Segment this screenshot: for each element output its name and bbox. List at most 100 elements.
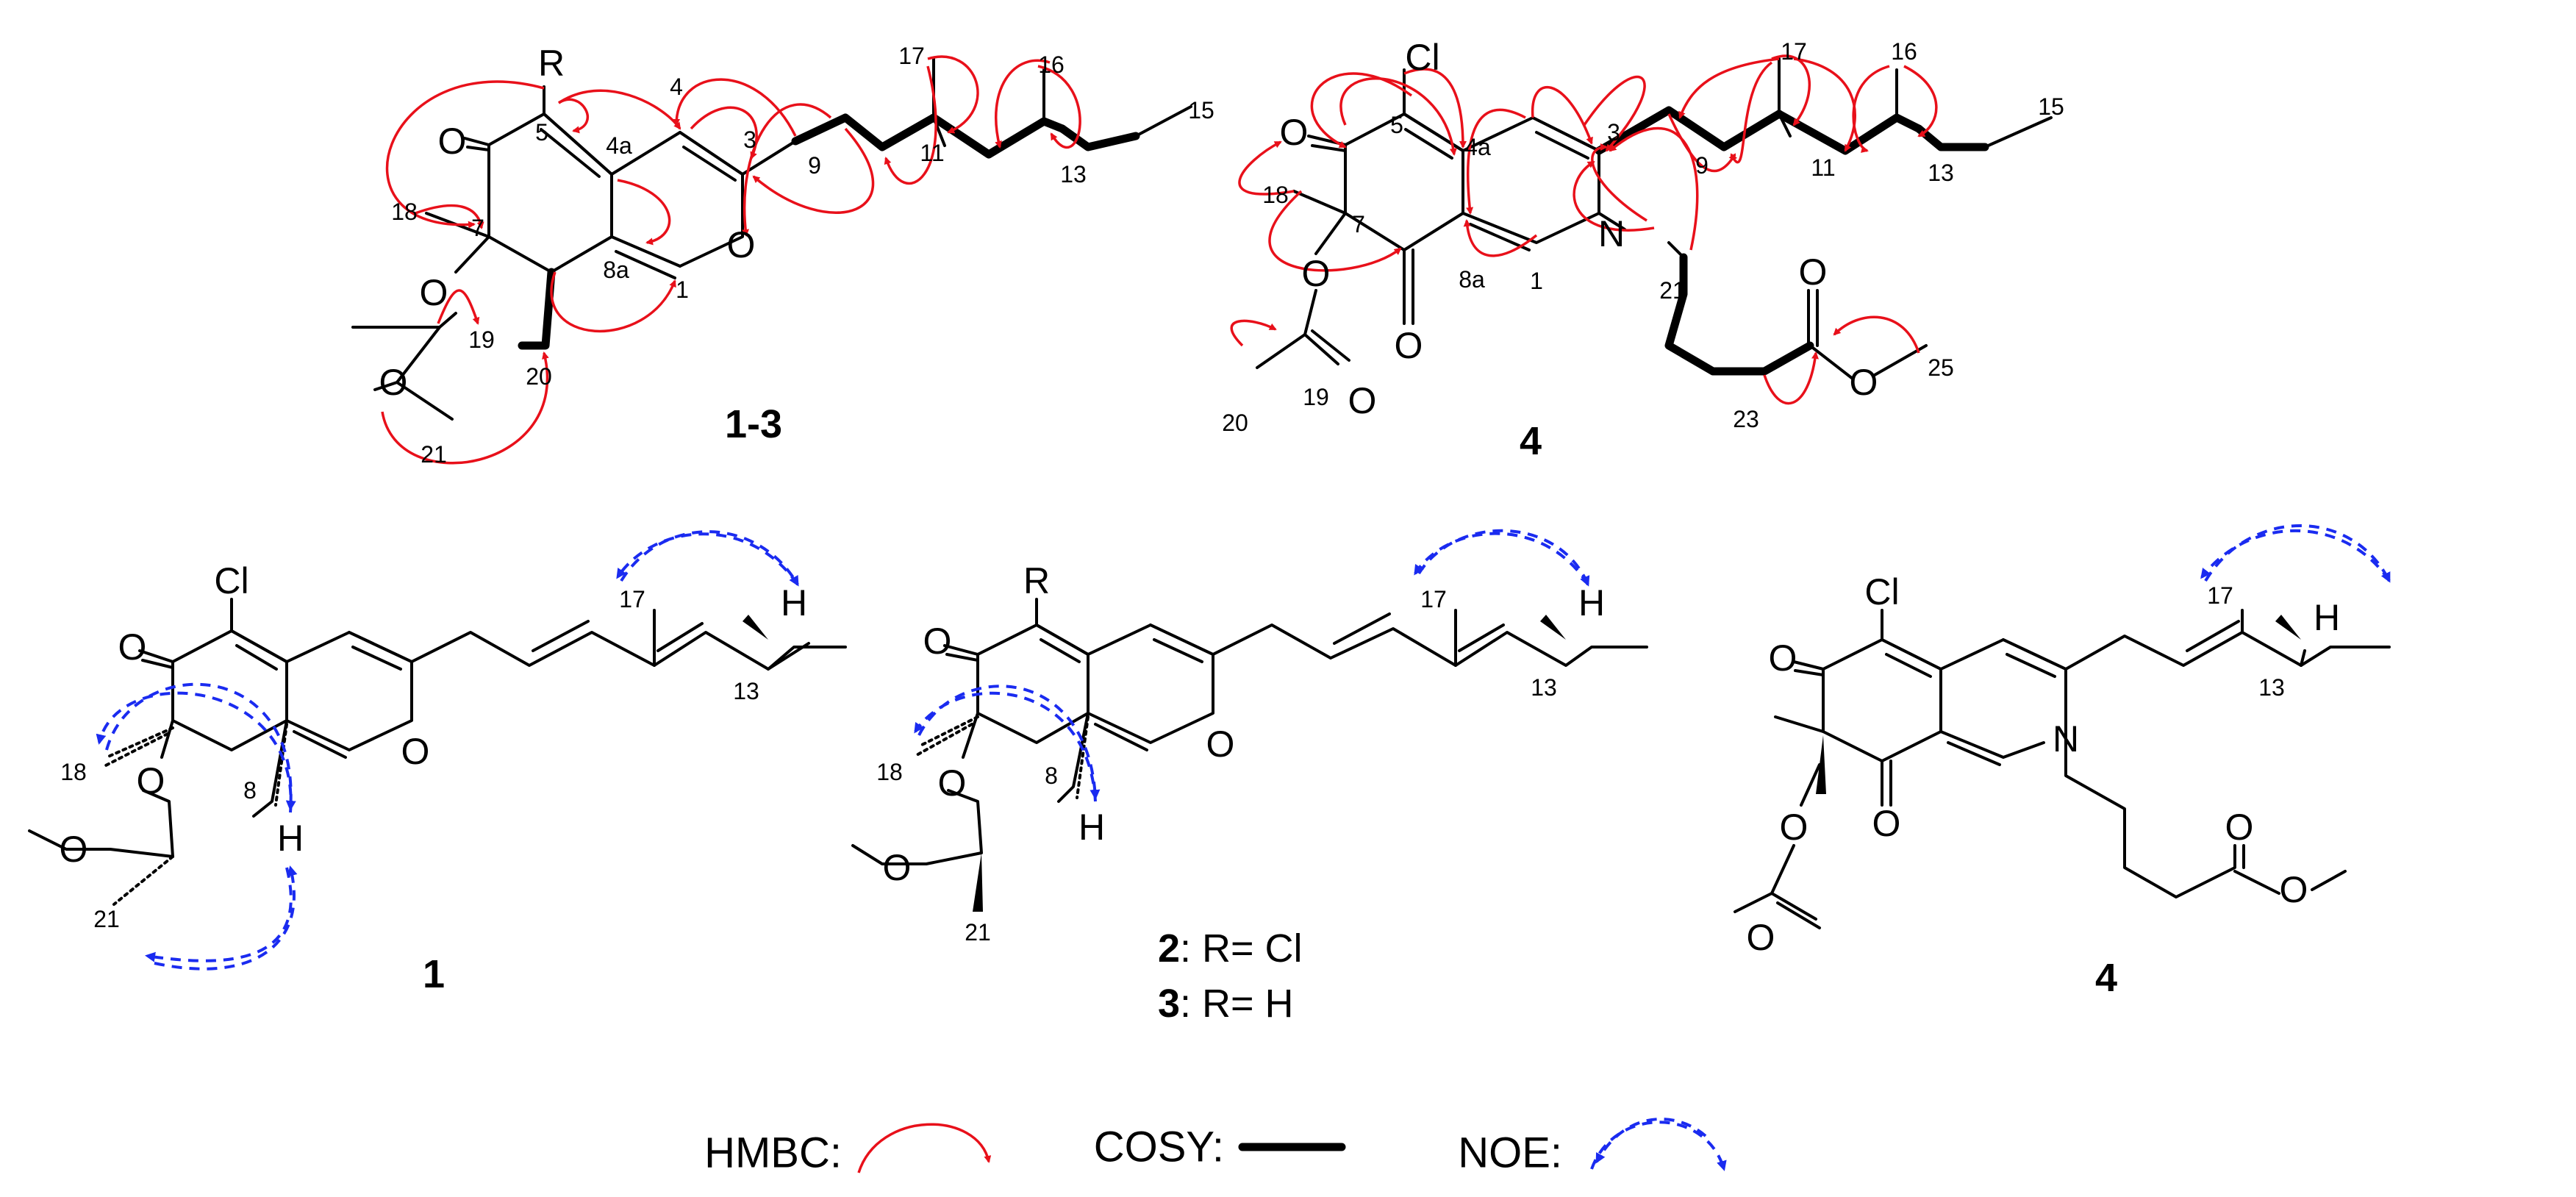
atom-numbers: 1 3 4 4a 5 7 8a 9 11 13 15 16 17 18 19 2…: [391, 43, 1214, 468]
atom-number-18: 18: [1262, 182, 1289, 208]
atom-number-4a: 4a: [1464, 134, 1491, 160]
hmbc-arrows: [381, 55, 1081, 465]
methoxy-oxygen: O: [883, 847, 912, 888]
atom-number-4: 4: [670, 74, 683, 100]
acetoxy-oxygen: O: [1780, 807, 1808, 848]
h-8: H: [277, 818, 304, 859]
carbonyl-oxygen-6: O: [1280, 112, 1309, 153]
atom-number-17: 17: [2207, 582, 2233, 609]
stereo-wedges: [101, 615, 768, 906]
atom-number-13: 13: [1531, 674, 1557, 701]
atom-number-20: 20: [1222, 410, 1248, 436]
stereo-wedges: [914, 615, 1566, 912]
acetyl-carbonyl-oxygen: O: [1348, 380, 1377, 421]
atom-number-7: 7: [471, 215, 484, 241]
ring-oxygen: O: [727, 224, 756, 265]
acetyl-carbonyl-oxygen: O: [1747, 917, 1775, 958]
atom-number-19: 19: [468, 326, 495, 353]
bonds: [1256, 68, 1928, 380]
legend-hmbc-label: HMBC:: [704, 1129, 842, 1177]
atom-number-16: 16: [1891, 38, 1917, 65]
legend: HMBC: COSY: NOE:: [704, 1118, 1727, 1177]
atom-number-21: 21: [93, 906, 120, 932]
methoxy-oxygen: O: [60, 829, 88, 870]
atom-number-17: 17: [1420, 586, 1447, 612]
atom-number-13: 13: [1060, 161, 1087, 187]
atom-labels: Cl O O O O H H: [60, 560, 808, 870]
bonds: [851, 598, 1648, 865]
cosy-bonds: [1595, 57, 2053, 376]
structure-compound-4-hmbc-cosy: Cl O O N O O O O 1 3 4a 5 7 8a 9 11 13 1…: [1222, 37, 2064, 463]
ring-nitrogen: N: [2053, 718, 2079, 760]
compound-id-3: 3: [1158, 982, 1180, 1026]
atom-number-13: 13: [2258, 674, 2285, 701]
atom-number-8a: 8a: [603, 257, 629, 283]
compound-label-1-3: 1-3: [725, 402, 782, 446]
atom-number-15: 15: [1188, 97, 1214, 124]
carbonyl-oxygen-8: O: [1872, 803, 1901, 844]
atom-numbers: 13 17: [2207, 582, 2285, 701]
atom-number-3: 3: [743, 126, 756, 153]
ester-carbonyl-oxygen: O: [1799, 251, 1828, 293]
chlorine-atom: Cl: [214, 560, 248, 601]
structure-compound-4-noe: Cl O O N O O O O H 13 17 4: [1734, 524, 2391, 1000]
h-8: H: [1078, 807, 1105, 848]
atom-number-18: 18: [391, 199, 418, 225]
methoxy-oxygen: O: [379, 362, 408, 403]
ether-oxygen: O: [420, 272, 448, 313]
ether-oxygen: O: [938, 762, 967, 804]
chlorine-atom: Cl: [1405, 37, 1439, 78]
atom-labels: Cl O O N O O O O H: [1747, 571, 2341, 958]
atom-number-1: 1: [1530, 268, 1543, 294]
compound-3-caption: : R= H: [1180, 982, 1294, 1026]
atom-number-18: 18: [60, 759, 87, 785]
carbonyl-oxygen: O: [118, 626, 147, 668]
chlorine-atom: Cl: [1864, 571, 1899, 612]
atom-number-25: 25: [1928, 354, 1954, 381]
atom-number-15: 15: [2038, 93, 2064, 120]
noe-arrows: [96, 530, 799, 971]
atom-number-17: 17: [619, 586, 645, 612]
noe-arrows: [914, 529, 1590, 802]
structure-compounds-1-3-hmbc-cosy: O R O O O 1 3 4 4a 5 7 8a 9 11 13 15 16 …: [351, 43, 1214, 468]
legend-noe-arrow: [1590, 1121, 1727, 1171]
legend-noe-arrow-back: [1595, 1118, 1707, 1164]
atom-numbers: 1 3 4a 5 7 8a 9 11 13 15 16 17 18 19 20 …: [1222, 38, 2064, 436]
atom-number-11: 11: [920, 140, 944, 166]
atom-number-13: 13: [1928, 160, 1954, 186]
ester-carbonyl-oxygen: O: [2225, 807, 2254, 848]
atom-number-21: 21: [421, 441, 447, 468]
compound-label-1: 1: [423, 952, 445, 996]
ring-oxygen: O: [401, 731, 430, 772]
atom-number-7: 7: [1352, 211, 1365, 237]
stereo-wedges: [1816, 615, 2301, 794]
atom-number-8a: 8a: [1459, 266, 1485, 293]
atom-labels: R O O O O H H: [883, 560, 1606, 888]
compound-2-caption: : R= Cl: [1180, 926, 1303, 971]
atom-numbers: 8 13 17 18 21: [876, 586, 1557, 946]
compound-label-4: 4: [1520, 419, 1542, 463]
h-13: H: [781, 582, 807, 623]
atom-number-8: 8: [243, 777, 257, 804]
carbonyl-oxygen-8: O: [1395, 325, 1423, 366]
ester-oxygen: O: [1850, 362, 1878, 403]
carbonyl-oxygen: O: [438, 121, 467, 162]
atom-number-13: 13: [733, 678, 759, 704]
legend-noe-label: NOE:: [1458, 1129, 1562, 1177]
substituent-r: R: [1023, 560, 1050, 601]
ring-nitrogen: N: [1598, 213, 1625, 254]
atom-number-21: 21: [965, 919, 991, 946]
atom-number-11: 11: [1811, 154, 1835, 181]
bonds: [351, 85, 797, 421]
atom-number-17: 17: [898, 43, 925, 69]
atom-number-3: 3: [1607, 119, 1620, 146]
legend-cosy-label: COSY:: [1094, 1123, 1224, 1171]
compound-labels-2-3: 2 : R= Cl 3 : R= H: [1158, 926, 1303, 1026]
substituent-r: R: [538, 43, 565, 84]
noe-arrows: [2200, 524, 2391, 583]
acetoxy-oxygen: O: [1302, 253, 1331, 294]
h-13: H: [1578, 582, 1605, 623]
hmbc-arrows: [1230, 54, 1938, 405]
carbonyl-oxygen-6: O: [1769, 637, 1797, 679]
atom-number-16: 16: [1038, 51, 1065, 78]
